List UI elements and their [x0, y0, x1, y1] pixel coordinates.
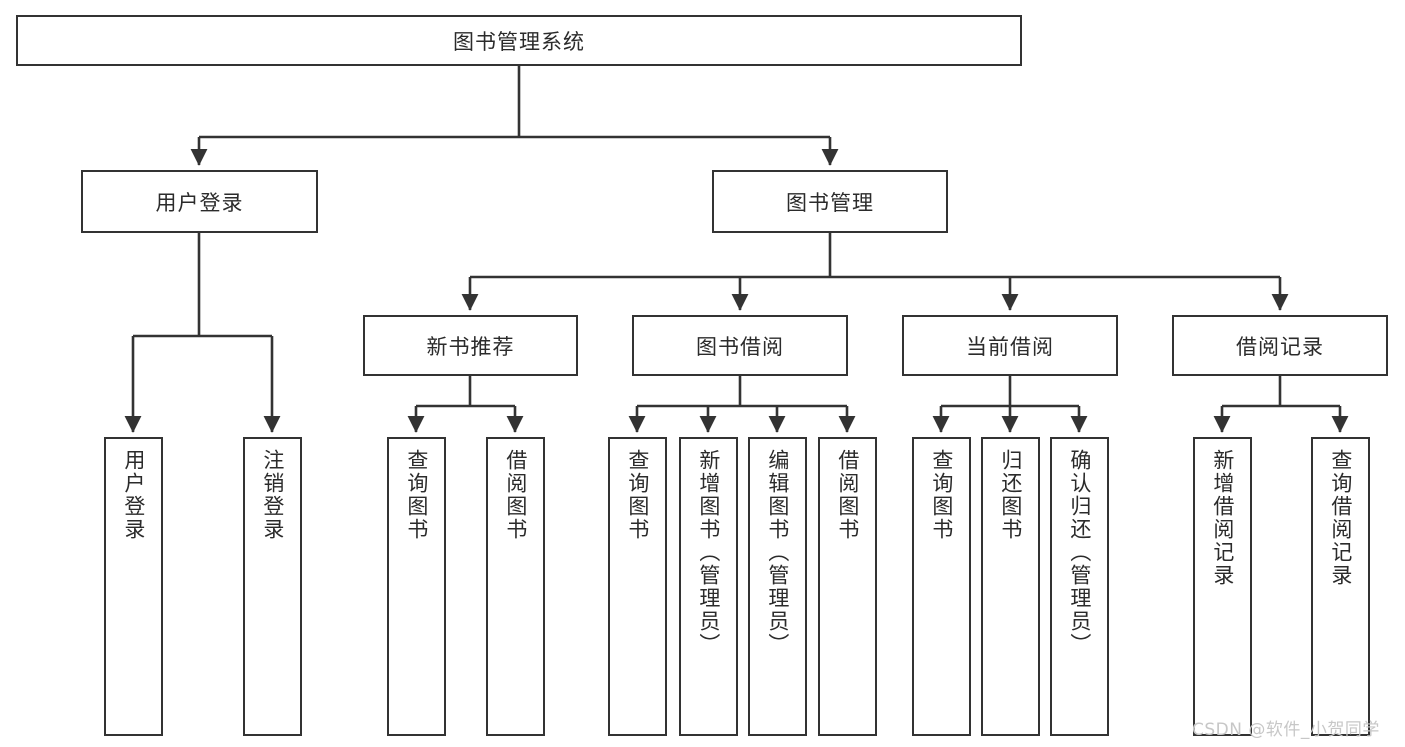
node-label: 查询图书: [625, 449, 650, 541]
node-label: 查询图书: [404, 449, 429, 541]
node-book-borrow[interactable]: 图书借阅: [632, 315, 848, 376]
node-label: 归还图书: [998, 449, 1023, 541]
leaf-return-book[interactable]: 归还图书: [981, 437, 1040, 736]
node-label: 编辑图书（管理员）: [765, 449, 790, 656]
node-label: 查询借阅记录: [1328, 449, 1353, 587]
leaf-query-book-current[interactable]: 查询图书: [912, 437, 971, 736]
node-book-management[interactable]: 图书管理: [712, 170, 948, 233]
node-root-book-management-system[interactable]: 图书管理系统: [16, 15, 1022, 66]
node-user-login[interactable]: 用户登录: [81, 170, 318, 233]
node-label: 借阅图书: [835, 449, 860, 541]
node-borrow-record[interactable]: 借阅记录: [1172, 315, 1388, 376]
node-label: 注销登录: [260, 449, 285, 541]
leaf-borrow-book-recommend[interactable]: 借阅图书: [486, 437, 545, 736]
node-new-book-recommend[interactable]: 新书推荐: [363, 315, 578, 376]
node-label: 借阅图书: [503, 449, 528, 541]
node-label: 图书管理: [786, 190, 874, 215]
node-current-borrow[interactable]: 当前借阅: [902, 315, 1118, 376]
node-label: 用户登录: [121, 449, 146, 541]
node-label: 新书推荐: [426, 334, 515, 359]
node-label: 确认归还（管理员）: [1067, 449, 1092, 656]
leaf-query-book-borrow[interactable]: 查询图书: [608, 437, 667, 736]
leaf-query-borrow-record[interactable]: 查询借阅记录: [1311, 437, 1370, 736]
node-label: 当前借阅: [966, 334, 1054, 359]
csdn-watermark: CSDN @软件_小贺同学: [1192, 720, 1380, 740]
leaf-add-book-admin[interactable]: 新增图书（管理员）: [679, 437, 738, 736]
leaf-logout-login[interactable]: 注销登录: [243, 437, 302, 736]
leaf-add-borrow-record[interactable]: 新增借阅记录: [1193, 437, 1252, 736]
node-label: 新增图书（管理员）: [696, 449, 721, 656]
leaf-confirm-return-admin[interactable]: 确认归还（管理员）: [1050, 437, 1109, 736]
node-label: 用户登录: [155, 190, 244, 215]
leaf-borrow-book-borrow[interactable]: 借阅图书: [818, 437, 877, 736]
node-label: 图书管理系统: [453, 29, 585, 54]
node-label: 借阅记录: [1236, 334, 1324, 359]
node-label: 图书借阅: [696, 334, 784, 359]
leaf-query-book-recommend[interactable]: 查询图书: [387, 437, 446, 736]
leaf-user-login[interactable]: 用户登录: [104, 437, 163, 736]
leaf-edit-book-admin[interactable]: 编辑图书（管理员）: [748, 437, 807, 736]
node-label: 查询图书: [929, 449, 954, 541]
node-label: 新增借阅记录: [1210, 449, 1235, 587]
